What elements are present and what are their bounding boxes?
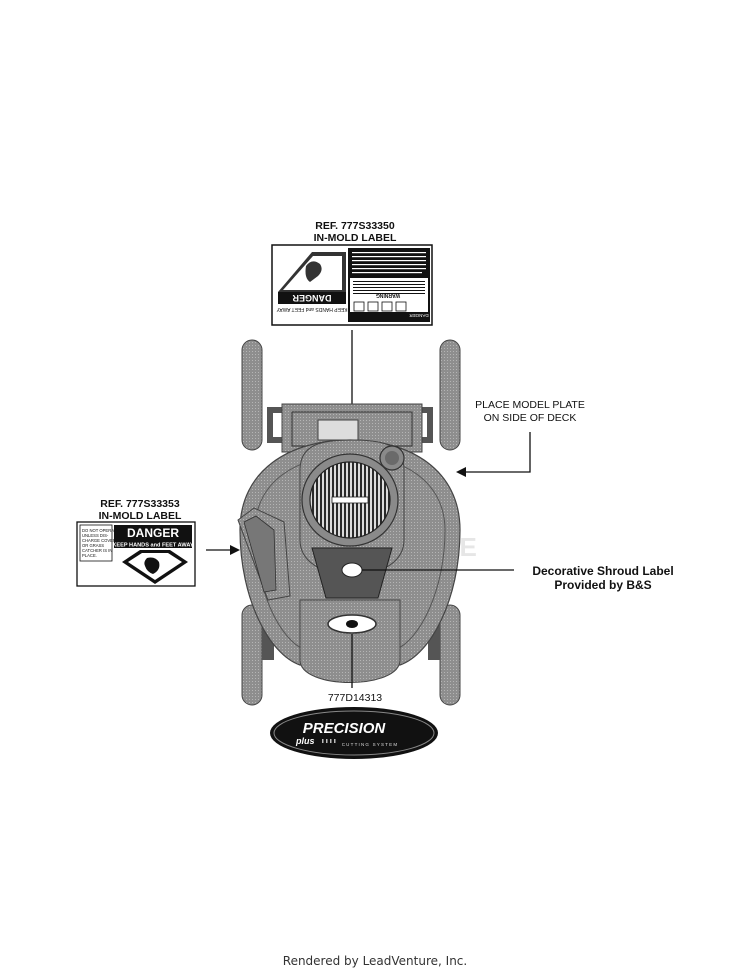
- logo-suffix: plus: [295, 736, 315, 746]
- top-danger-small: DANGER: [409, 313, 429, 318]
- left-danger-subheading: KEEP HANDS and FEET AWAY: [112, 543, 193, 549]
- top-warning-text: WARNING: [376, 292, 400, 298]
- precision-plus-logo: PRECISION plus CUTTING SYSTEM: [270, 707, 438, 759]
- left-side-text-3: CHARGE COVER: [82, 538, 116, 543]
- model-plate-arrowhead: [456, 467, 466, 477]
- top-danger-label: DANGER KEEP HANDS and FEET AWAY WARNING: [271, 244, 433, 326]
- footer-credit: Rendered by LeadVenture, Inc.: [282, 954, 468, 968]
- top-label-ref: REF. 777S33350: [315, 220, 395, 232]
- left-side-text-2: UNLESS DIS-: [82, 533, 109, 538]
- top-danger-heading: DANGER: [292, 293, 332, 303]
- top-danger-subheading: KEEP HANDS and FEET AWAY: [276, 306, 348, 312]
- bottom-label-ref: 777D14313: [327, 692, 383, 704]
- shroud-note-line1: Decorative Shroud Label: [532, 564, 674, 578]
- left-side-text-6: PLACE.: [82, 553, 97, 558]
- logo-brand: PRECISION: [303, 720, 387, 737]
- shroud-note-line2: Provided by B&S: [554, 578, 652, 592]
- model-plate-note-line1: PLACE MODEL PLATE: [475, 399, 585, 411]
- logo-tagline: CUTTING SYSTEM: [342, 742, 399, 747]
- mower-body: [237, 339, 461, 706]
- top-hand-icon: [305, 261, 322, 282]
- model-plate-leader: [462, 432, 531, 473]
- left-danger-heading: DANGER: [127, 526, 179, 540]
- left-label-ref: REF. 777S33353: [100, 498, 180, 510]
- left-arrowhead: [230, 545, 240, 555]
- left-danger-label: DO NOT OPERATE UNLESS DIS- CHARGE COVER …: [76, 521, 196, 587]
- left-side-text-4: OR GRASS: [82, 543, 104, 548]
- left-label-type: IN-MOLD LABEL: [98, 510, 182, 522]
- left-hand-icon: [144, 557, 160, 574]
- top-label-type: IN-MOLD LABEL: [313, 232, 397, 244]
- left-side-text-1: DO NOT OPERATE: [82, 528, 119, 533]
- left-side-text-5: CATCHER IS IN: [82, 548, 112, 553]
- model-plate-note-line2: ON SIDE OF DECK: [483, 412, 577, 424]
